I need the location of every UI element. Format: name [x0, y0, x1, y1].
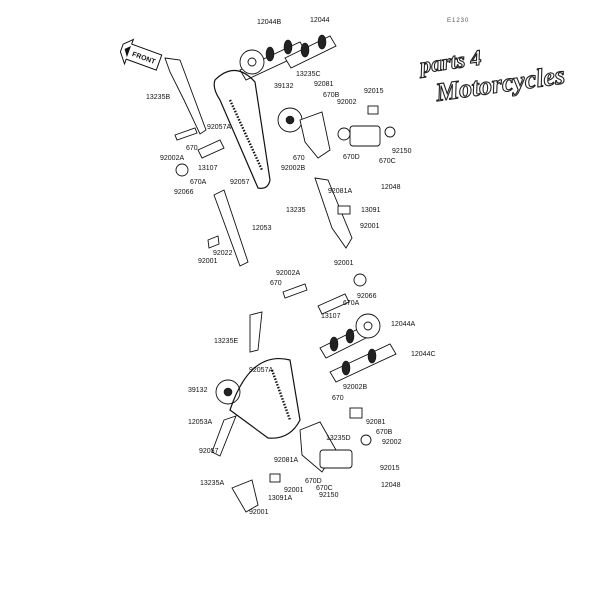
chain-guide-13235b: [164, 57, 207, 135]
part-label-12044b: 12044B: [257, 19, 281, 26]
part-label-670a: 670A: [190, 179, 207, 186]
bolt-92002a-lower: [282, 283, 308, 299]
housing-12048-upper: [349, 125, 381, 147]
bolt-92002a-upper: [174, 127, 198, 141]
part-label-92081: 92081: [314, 81, 334, 88]
cap-92150-upper: [384, 126, 396, 138]
washer-92066-lower: [353, 273, 367, 287]
part-label-670: 670: [332, 395, 344, 402]
part-label-92001: 92001: [360, 223, 380, 230]
part-label-670d: 670D: [343, 154, 360, 161]
washer-92066-upper: [175, 163, 189, 177]
sprocket-39132-lower: [215, 379, 241, 405]
part-label-13091: 13091: [361, 207, 381, 214]
part-label-92066: 92066: [357, 293, 377, 300]
bolt-13091a-lower: [269, 473, 281, 483]
upper-assembly: [164, 34, 396, 267]
part-label-92002: 92002: [382, 439, 402, 446]
cap-92002-lower: [360, 434, 372, 446]
chain-guide-13235a: [231, 479, 259, 513]
part-label-92001: 92001: [284, 487, 304, 494]
part-label-92002a: 92002A: [160, 155, 184, 162]
part-label-92015: 92015: [364, 88, 384, 95]
part-label-13091a: 13091A: [268, 495, 292, 502]
part-label-92057: 92057: [230, 179, 250, 186]
part-label-92002b: 92002B: [343, 384, 367, 391]
part-label-670b: 670B: [323, 92, 340, 99]
lower-assembly: [211, 273, 397, 513]
part-label-13235b: 13235B: [146, 94, 170, 101]
part-label-39132: 39132: [188, 387, 208, 394]
bolt-92022-upper: [207, 235, 220, 249]
part-label-670c: 670C: [316, 485, 333, 492]
part-label-92015: 92015: [380, 465, 400, 472]
part-label-92081a: 92081A: [328, 188, 352, 195]
part-label-12044a: 12044A: [391, 321, 415, 328]
chain-tensioner-12053a: [211, 415, 237, 457]
part-label-12048: 12048: [381, 184, 401, 191]
part-label-92057a: 92057A: [207, 124, 231, 131]
cam-chain-upper: [213, 69, 271, 189]
part-label-92002b: 92002B: [281, 165, 305, 172]
part-label-12053: 12053: [252, 225, 272, 232]
shaft-13107-upper: [197, 139, 225, 159]
part-label-92081: 92081: [366, 419, 386, 426]
part-label-670a: 670A: [343, 300, 360, 307]
chain-guide-13235e: [249, 311, 263, 353]
part-label-12048: 12048: [381, 482, 401, 489]
part-label-13107: 13107: [198, 165, 218, 172]
front-arrow-icon: FRONT: [119, 38, 163, 71]
camshaft-12044: [284, 34, 337, 69]
chain-guide-13235: [314, 177, 353, 249]
cam-chain-links-lower: [270, 369, 292, 421]
part-label-92150: 92150: [319, 492, 339, 499]
camshaft-12044c: [329, 343, 397, 383]
part-label-92057a: 92057A: [249, 367, 273, 374]
part-label-670: 670: [270, 280, 282, 287]
part-label-670: 670: [293, 155, 305, 162]
part-label-12044c: 12044C: [411, 351, 436, 358]
part-label-670c: 670C: [379, 158, 396, 165]
part-label-92002: 92002: [337, 99, 357, 106]
reference-code: E1230: [447, 18, 469, 24]
cam-chain-lower: [229, 358, 301, 439]
part-label-92022: 92022: [213, 250, 233, 257]
part-label-12053a: 12053A: [188, 419, 212, 426]
bolt-13091-upper: [337, 205, 351, 215]
part-label-670b: 670B: [376, 429, 393, 436]
part-label-13235e: 13235E: [214, 338, 238, 345]
part-label-92001: 92001: [334, 260, 354, 267]
cam-chain-links-upper: [228, 99, 264, 171]
camshaft-12044a: [319, 313, 381, 359]
part-label-39132: 39132: [274, 83, 294, 90]
chain-tensioner-12053: [213, 189, 249, 267]
part-label-92081a: 92081A: [274, 457, 298, 464]
part-label-92057: 92057: [199, 448, 219, 455]
part-label-12044: 12044: [310, 17, 330, 24]
part-label-92066: 92066: [174, 189, 194, 196]
part-label-670d: 670D: [305, 478, 322, 485]
camshaft-12044b: [239, 39, 307, 81]
o-ring-670d-upper: [337, 127, 351, 141]
part-label-13235: 13235: [286, 207, 306, 214]
watermark-logo: parts 4 Motorcycles: [416, 44, 567, 108]
part-label-13235a: 13235A: [200, 480, 224, 487]
part-label-13107: 13107: [321, 313, 341, 320]
part-label-92002a: 92002A: [276, 270, 300, 277]
sprocket-39132-upper: [277, 107, 303, 133]
part-label-670: 670: [186, 145, 198, 152]
shaft-13107-lower: [317, 293, 350, 315]
rocker-arm-13235c: [299, 111, 331, 159]
plug-92015-upper: [367, 105, 379, 115]
part-label-92001: 92001: [198, 258, 218, 265]
part-label-92150: 92150: [392, 148, 412, 155]
part-label-13235d: 13235D: [326, 435, 351, 442]
plug-92081-lower: [349, 407, 363, 419]
housing-12048-lower: [319, 449, 353, 469]
part-label-13235c: 13235C: [296, 71, 321, 78]
part-label-92001: 92001: [249, 509, 269, 516]
